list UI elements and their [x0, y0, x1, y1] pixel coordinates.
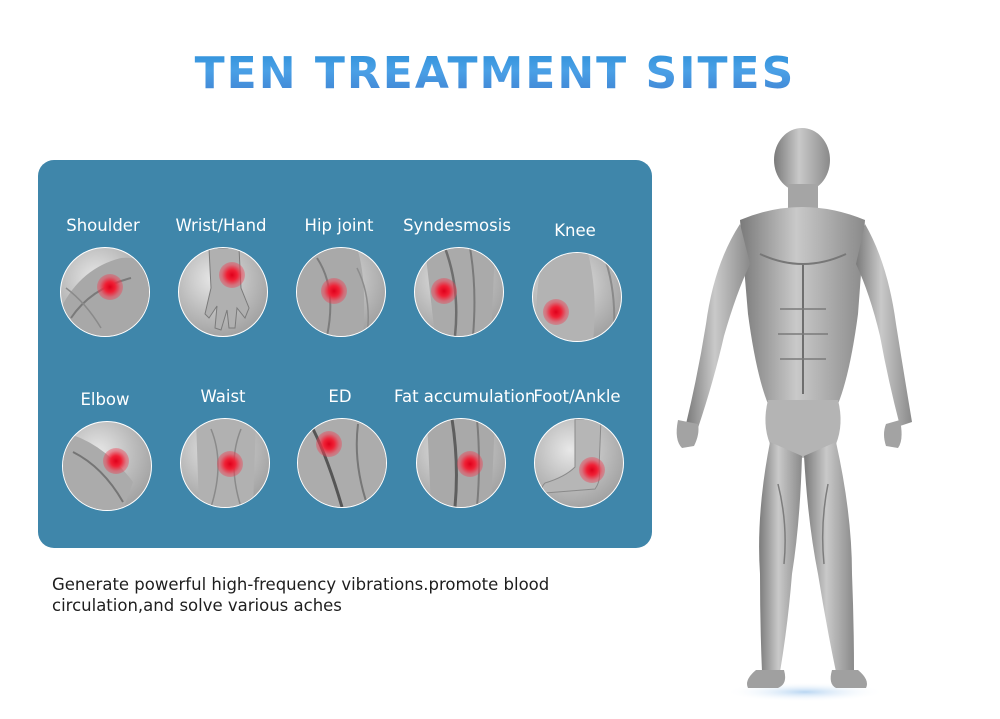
hotspot-icon — [97, 274, 123, 300]
site-label: Wrist/Hand — [175, 216, 267, 235]
site-fat-accumulation: Fat accumulation — [394, 386, 536, 508]
site-label: Elbow — [80, 390, 130, 409]
site-hip-joint: Hip joint — [274, 215, 404, 337]
waist-body-icon — [180, 418, 270, 508]
site-label: Syndesmosis — [403, 216, 511, 235]
site-elbow: Elbow — [40, 389, 170, 511]
knee-body-icon — [532, 252, 622, 342]
treatment-sites-panel: Shoulder Wrist/Hand Hip joint — [38, 160, 652, 548]
description-text: Generate powerful high-frequency vibrati… — [52, 575, 550, 615]
elbow-body-icon — [62, 421, 152, 511]
fat-accumulation-body-icon — [416, 418, 506, 508]
site-label: Waist — [200, 387, 246, 406]
site-label: Shoulder — [66, 216, 140, 235]
site-label: Knee — [554, 221, 596, 240]
site-wrist-hand: Wrist/Hand — [156, 215, 286, 337]
site-waist: Waist — [158, 386, 288, 508]
hotspot-icon — [579, 457, 605, 483]
site-foot-ankle: Foot/Ankle — [512, 386, 642, 508]
foot-ankle-body-icon — [534, 418, 624, 508]
page-title: TEN TREATMENT SITES — [0, 48, 990, 99]
hotspot-icon — [316, 431, 342, 457]
hotspot-icon — [431, 278, 457, 304]
hotspot-icon — [103, 448, 129, 474]
site-label: Hip joint — [304, 216, 374, 235]
syndesmosis-body-icon — [414, 247, 504, 337]
human-anatomy-figure-icon — [660, 124, 930, 714]
hotspot-icon — [457, 451, 483, 477]
hotspot-icon — [543, 299, 569, 325]
site-ed: ED — [275, 386, 405, 508]
ed-body-icon — [297, 418, 387, 508]
site-syndesmosis: Syndesmosis — [392, 215, 522, 337]
shoulder-body-icon — [60, 247, 150, 337]
hotspot-icon — [217, 451, 243, 477]
hotspot-icon — [219, 262, 245, 288]
hand-body-icon — [178, 247, 268, 337]
site-label: Foot/Ankle — [533, 387, 621, 406]
hotspot-icon — [321, 278, 347, 304]
hip-body-icon — [296, 247, 386, 337]
site-label: ED — [328, 387, 352, 406]
site-shoulder: Shoulder — [38, 215, 168, 337]
site-knee: Knee — [510, 220, 640, 342]
site-label: Fat accumulation — [394, 387, 536, 406]
